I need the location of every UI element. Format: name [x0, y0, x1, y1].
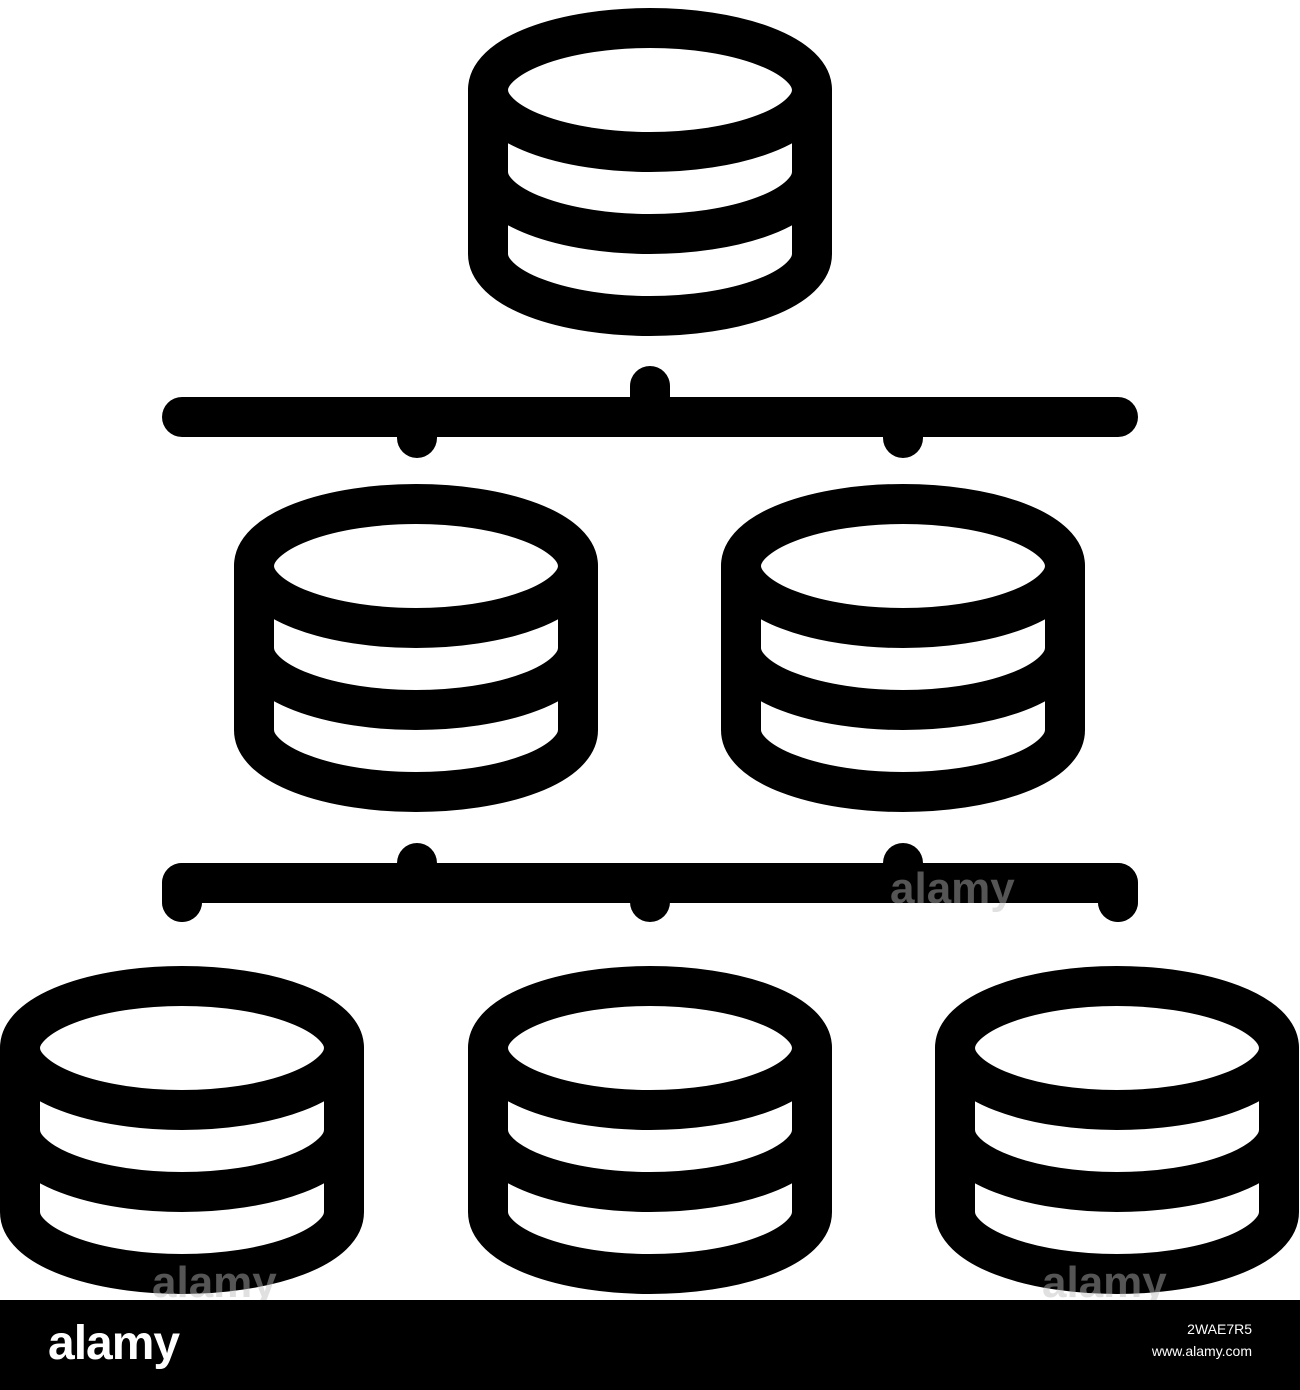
database-icon-bottom-right [935, 966, 1299, 1294]
watermark-text: alamy [1042, 1258, 1167, 1300]
footer-info: 2WAE7R5 www.alamy.com [1152, 1318, 1252, 1362]
watermark-text: alamy [152, 1258, 277, 1300]
database-icon-middle-left [234, 484, 598, 812]
database-icon-bottom-center [468, 966, 832, 1294]
database-icon-middle-right [721, 484, 1085, 812]
footer-bar: alamy 2WAE7R5 www.alamy.com [0, 1300, 1300, 1390]
network-bus-upper [162, 366, 1138, 458]
site-url: www.alamy.com [1151, 1343, 1252, 1359]
database-icon-top [468, 8, 832, 336]
watermark-text: alamy [890, 864, 1015, 913]
image-id: 2WAE7R5 [1187, 1321, 1252, 1337]
footer-logo: alamy [48, 1317, 180, 1370]
network-bus-lower [162, 843, 1138, 922]
database-network-icon: alamy alamy alamy [0, 8, 1299, 1300]
database-icon-bottom-left [0, 966, 364, 1294]
